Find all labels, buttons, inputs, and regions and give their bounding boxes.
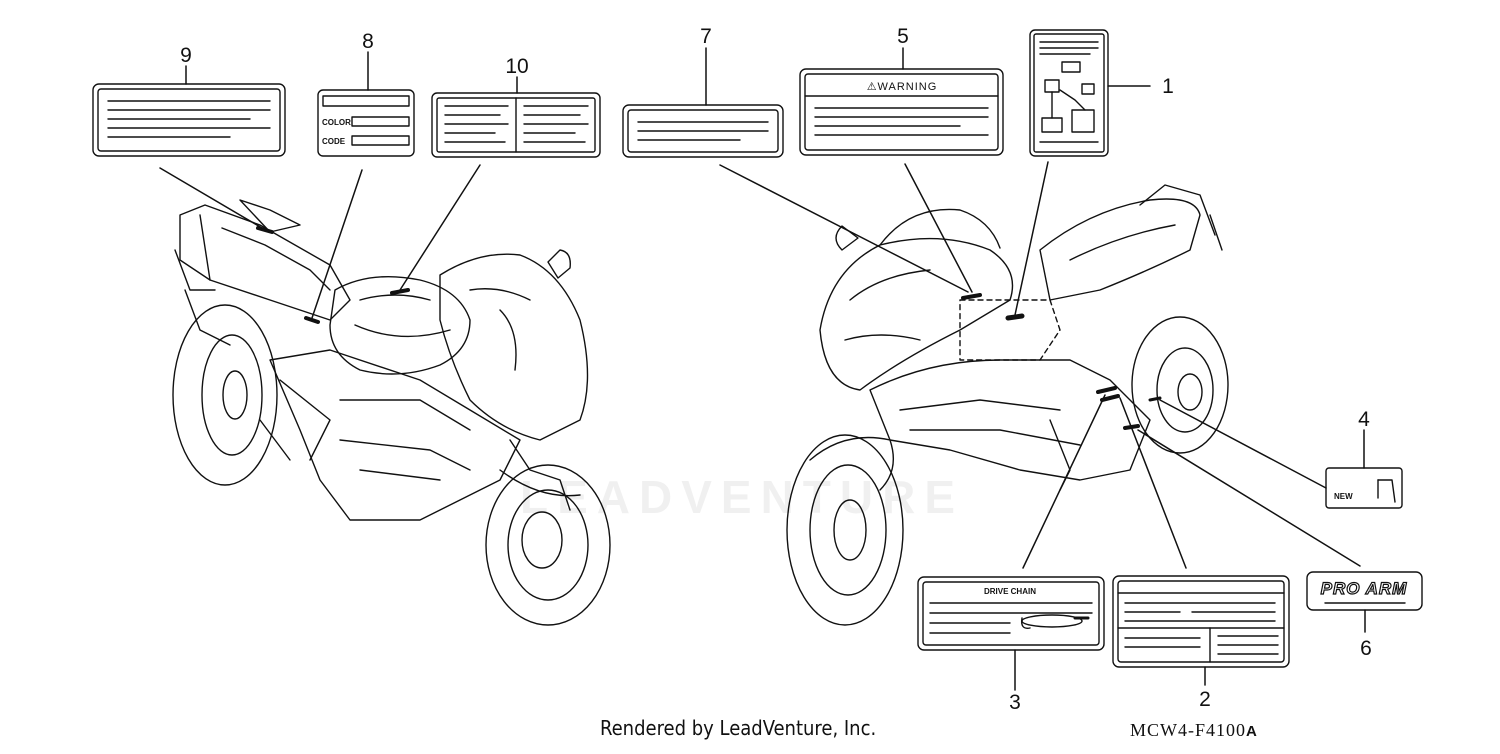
pro-arm-text: PRO ARM (1321, 579, 1408, 598)
label-4-new-label (1325, 467, 1403, 509)
label-10-info-label (431, 92, 601, 158)
motorcycle-right (786, 184, 1229, 626)
color-text: COLOR (322, 118, 351, 127)
callout-9: 9 (180, 44, 192, 67)
callout-4: 4 (1358, 408, 1370, 431)
left-bike-fuel-tank (329, 276, 471, 375)
new-text: NEW (1334, 492, 1353, 501)
label-7-blank-label (622, 104, 784, 158)
left-bike-fairing (439, 253, 589, 441)
callout-5: 5 (897, 25, 909, 48)
right-bike-rear-wheel (1131, 316, 1229, 454)
callout-7: 7 (700, 25, 712, 48)
right-bike-fuel-tank (959, 299, 1061, 361)
pro-arm-emblem-text: PRO ARM (1320, 578, 1408, 598)
label-8-color-code-label (317, 89, 415, 157)
label-2-spec-label (1112, 575, 1290, 668)
callout-3: 3 (1009, 691, 1021, 714)
left-bike-rear-wheel (172, 304, 278, 486)
label-9-blank-label (92, 83, 286, 157)
callout-numbers: 9 8 10 7 5 1 4 6 3 2 (180, 25, 1372, 714)
credit-text: Rendered by LeadVenture, Inc. (600, 716, 877, 740)
diagram-code-text: MCW4-F4100 (1130, 720, 1247, 740)
diagram-code: MCW4-F4100A (1130, 720, 1258, 741)
right-bike-fairing (819, 237, 1014, 391)
right-bike-seat (1039, 198, 1201, 301)
drive-chain-text: DRIVE CHAIN (984, 587, 1036, 596)
leader-lines (159, 47, 1366, 691)
callout-1: 1 (1162, 75, 1174, 98)
right-bike-front-wheel (786, 434, 904, 626)
diagram-code-suffix: A (1246, 723, 1258, 740)
label-1-schematic-label (1029, 29, 1109, 157)
code-text: CODE (322, 137, 346, 146)
left-bike-front-wheel (485, 464, 611, 626)
callout-10: 10 (505, 55, 528, 78)
callout-8: 8 (362, 30, 374, 53)
warning-text: ⚠WARNING (867, 81, 938, 93)
motorcycle-left (172, 199, 611, 626)
label-3-drive-chain-label (917, 576, 1105, 651)
callout-6: 6 (1360, 637, 1372, 660)
label-5-warning-label (799, 68, 1004, 156)
callout-2: 2 (1199, 688, 1211, 711)
